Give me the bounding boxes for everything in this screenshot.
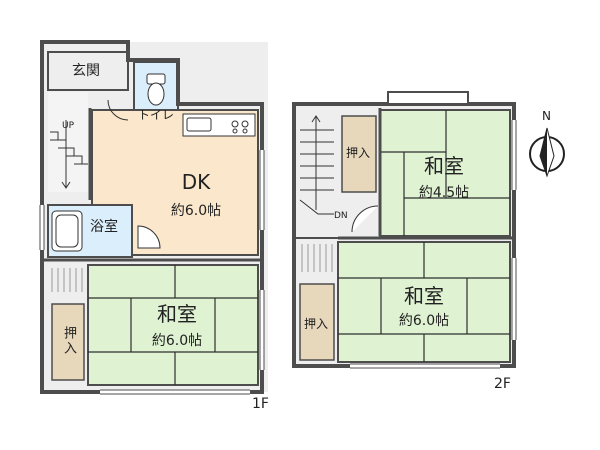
dk-name-label: DK <box>181 170 211 194</box>
tatami-lines-2f-b <box>338 242 510 362</box>
closet-2f-b <box>299 283 335 361</box>
dk-size-label: 約6.0帖 <box>170 203 222 219</box>
compass-icon <box>529 127 565 178</box>
stairs-1f <box>50 120 88 189</box>
windows-1f <box>40 150 264 394</box>
bath-label: 浴室 <box>90 219 118 235</box>
entrance-floor <box>47 51 129 91</box>
washitsu-1f-size-label: 約6.0帖 <box>151 333 203 349</box>
hall-stripes-1f <box>51 268 83 292</box>
closet-2f-a <box>341 115 377 193</box>
stair-up-label: UP <box>62 121 75 131</box>
toilet-label: トイレ <box>138 108 175 122</box>
entrance-label: 玄関 <box>72 63 100 79</box>
washitsu-2f-a-size-label: 約4.5帖 <box>418 185 470 201</box>
toilet-fixture <box>146 73 166 106</box>
bathtub <box>51 210 83 252</box>
tatami-lines-1f <box>88 265 258 385</box>
washitsu-2f-a-name-label: 和室 <box>424 154 464 178</box>
hall-floor <box>48 92 88 192</box>
closet-2f-a-label: 押入 <box>346 146 371 160</box>
tatami-lines-2f-a <box>380 110 510 236</box>
washitsu-2f-a-floor <box>379 109 511 237</box>
floor-2-plan <box>292 91 517 369</box>
door-swing-2f <box>351 205 379 233</box>
bathtub-inner <box>55 214 79 248</box>
floor-2-label: 2F <box>494 376 511 392</box>
window-bay-2f <box>387 91 469 105</box>
washitsu-2f-b-name-label: 和室 <box>404 284 444 308</box>
closet-2f-b-label: 押入 <box>304 317 329 331</box>
door-swing-bath <box>137 225 161 249</box>
closet-1f-label: 押入 <box>61 326 76 356</box>
stairs-2f <box>299 115 334 215</box>
washitsu-1f-floor <box>87 264 259 386</box>
floor-1-label: 1F <box>252 396 269 412</box>
closet-1f <box>51 303 85 381</box>
hall-stripes-2f <box>301 244 333 272</box>
compass-north-label: N <box>542 109 551 123</box>
window-frames-2f <box>350 120 517 369</box>
window-frames-1f <box>39 150 265 395</box>
floor-1-plan <box>39 40 268 395</box>
stair-down-label: DN <box>334 211 348 221</box>
door-swing-toilet <box>107 99 129 121</box>
washitsu-2f-b-size-label: 約6.0帖 <box>398 313 450 329</box>
kitchen-counter <box>182 113 256 137</box>
washitsu-1f-name-label: 和室 <box>157 302 197 326</box>
windows-2f <box>350 120 516 368</box>
